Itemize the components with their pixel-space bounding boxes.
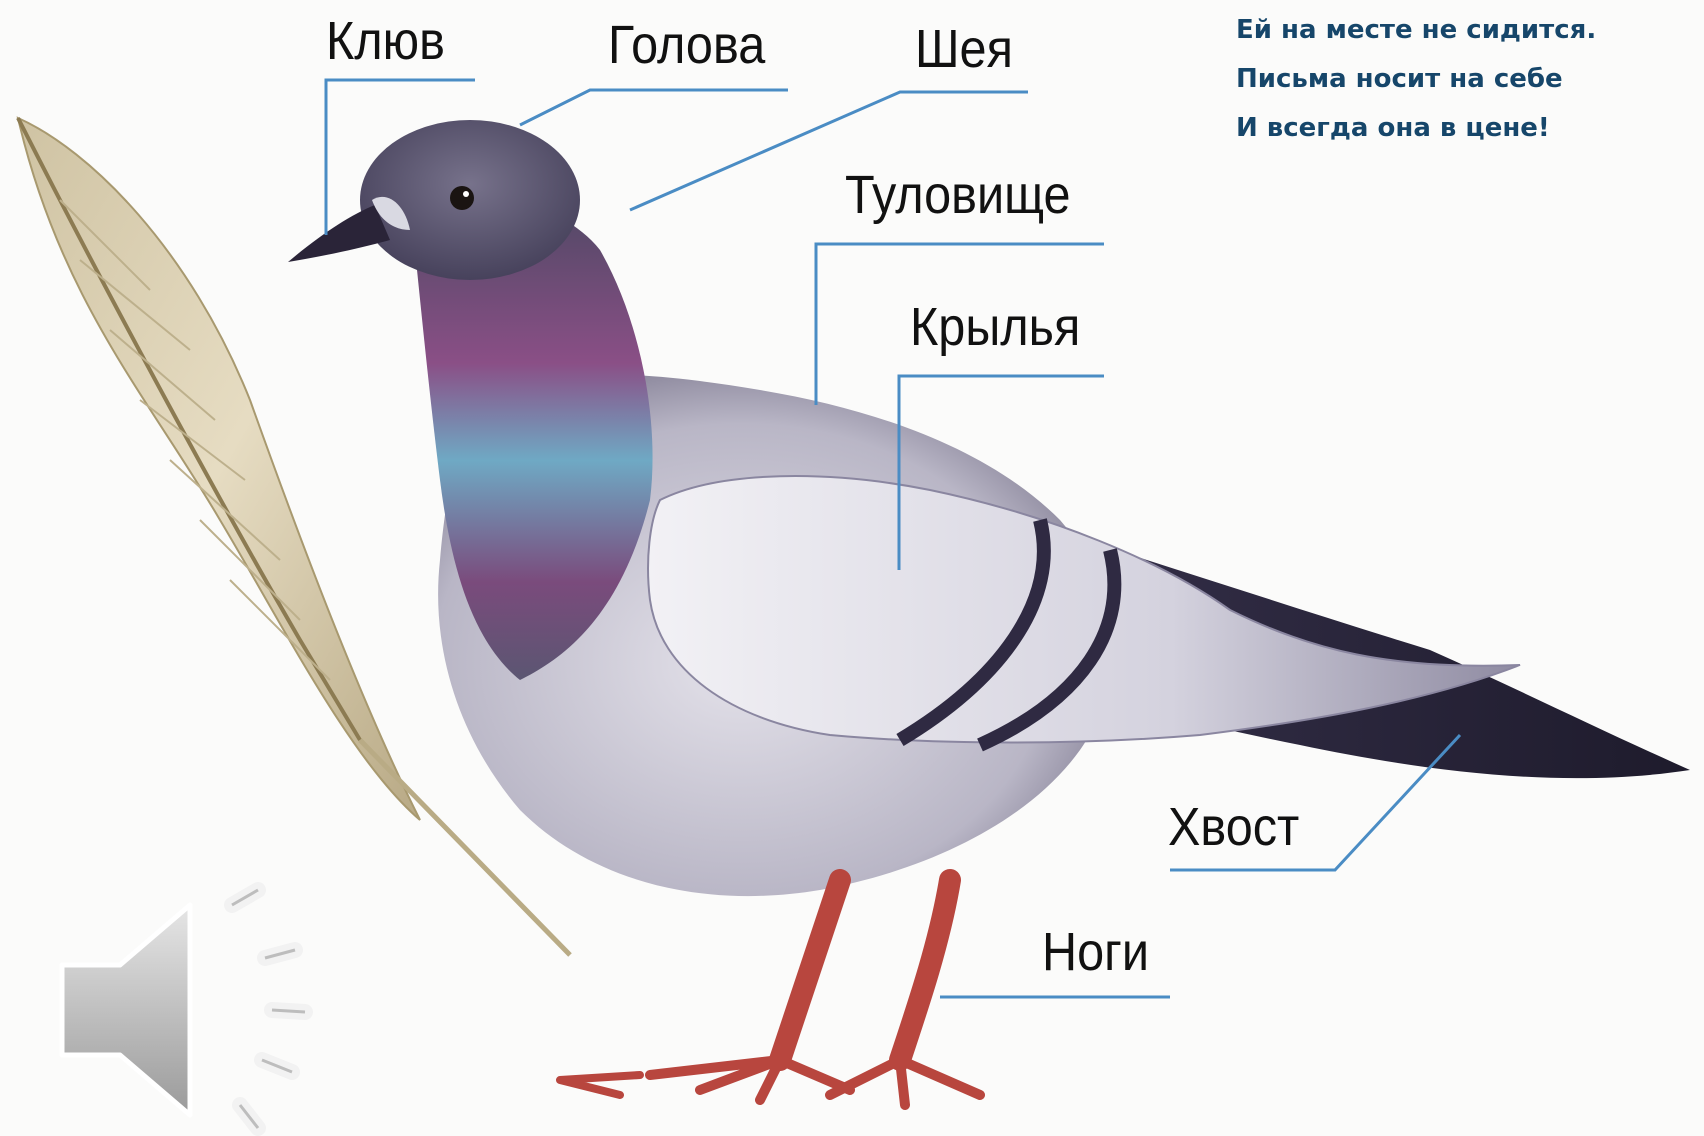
riddle-line-1: Ей на месте не сидится. — [1236, 6, 1596, 55]
riddle-line-3: И всегда она в цене! — [1236, 104, 1596, 153]
riddle-line-2: Письма носит на себе — [1236, 55, 1596, 104]
speaker-icon[interactable] — [62, 890, 305, 1128]
riddle-text: Ей на месте не сидится. Письма носит на … — [1236, 6, 1596, 153]
pigeon-wing — [648, 476, 1520, 742]
pigeon-beak — [288, 205, 390, 262]
label-neck: Шея — [915, 22, 1013, 76]
pigeon-eye — [450, 186, 474, 210]
label-legs: Ноги — [1042, 925, 1149, 979]
leader-line-head — [520, 90, 788, 125]
label-body: Туловище — [845, 168, 1071, 222]
label-beak: Клюв — [326, 14, 445, 68]
pigeon-legs — [560, 880, 980, 1105]
label-head: Голова — [608, 18, 765, 72]
label-tail: Хвост — [1168, 800, 1299, 854]
label-wings: Крылья — [910, 300, 1080, 354]
